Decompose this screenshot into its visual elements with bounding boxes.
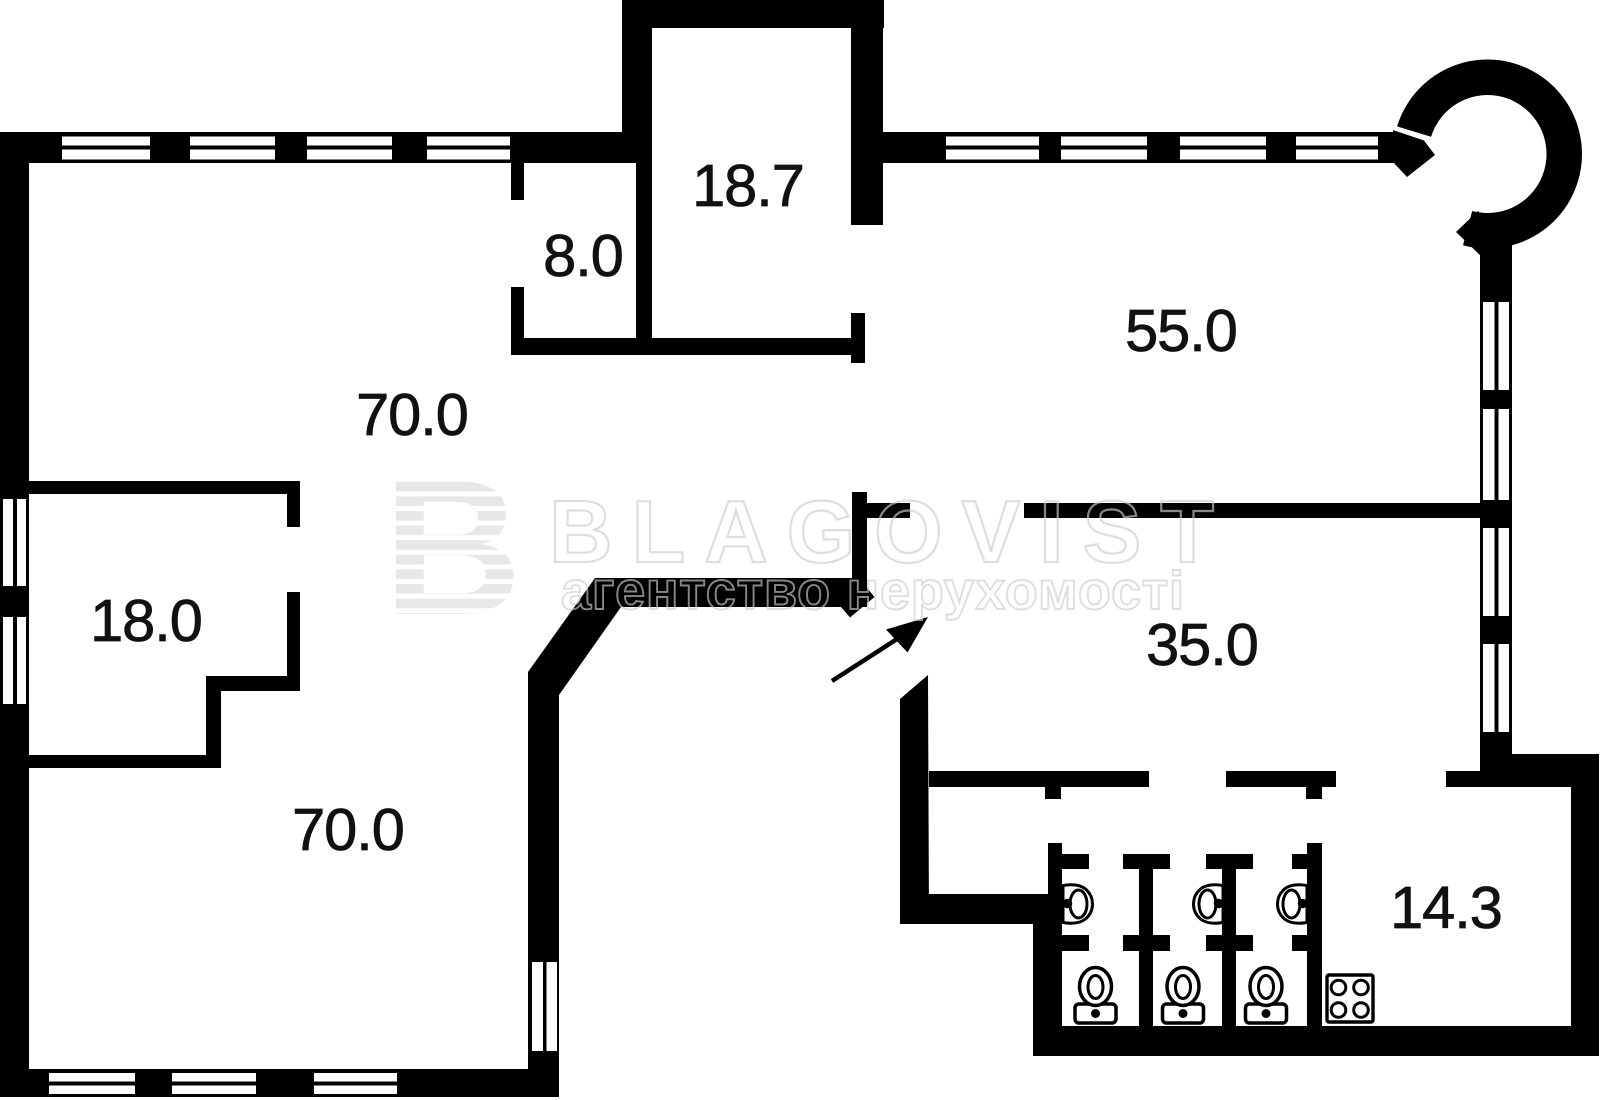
svg-text:18.0: 18.0 <box>90 587 202 654</box>
svg-text:55.0: 55.0 <box>1125 297 1237 364</box>
svg-text:18.7: 18.7 <box>692 152 804 219</box>
svg-text:B: B <box>383 439 522 655</box>
svg-text:35.0: 35.0 <box>1146 611 1258 678</box>
svg-text:BLAGOVIST: BLAGOVIST <box>549 482 1224 581</box>
svg-text:14.3: 14.3 <box>1390 874 1502 941</box>
svg-text:агентство нерухомості: агентство нерухомості <box>561 561 1190 621</box>
svg-text:70.0: 70.0 <box>292 796 404 863</box>
svg-text:8.0: 8.0 <box>543 222 623 289</box>
svg-text:70.0: 70.0 <box>356 381 468 448</box>
